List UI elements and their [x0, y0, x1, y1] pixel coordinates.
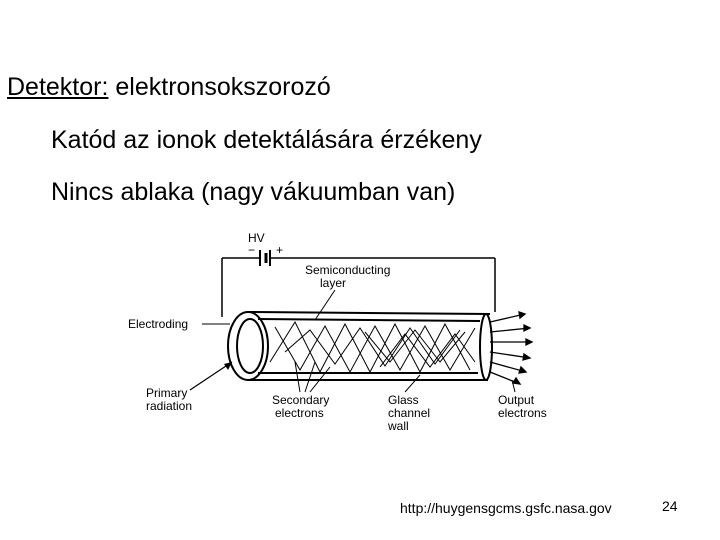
secondary-label-2: electrons [275, 406, 324, 420]
bullet-cathode: Katód az ionok detektálására érzékeny [51, 126, 482, 154]
hv-label: HV [248, 231, 265, 245]
output-arrows [489, 311, 534, 385]
secondary-pointers [294, 361, 331, 393]
glass-pointer [404, 374, 421, 393]
electron-multiplier-diagram: HV − + Semiconducting layer [128, 231, 547, 433]
primary-arrowhead [224, 362, 232, 370]
hv-circuit [221, 257, 496, 317]
battery-icon [259, 250, 271, 266]
output-label-1: Output [498, 393, 535, 407]
heading-term: Detektor: [7, 73, 109, 101]
semiconducting-pointer [314, 289, 336, 321]
electroding-label: Electroding [128, 317, 188, 331]
glass-label-1: Glass [388, 393, 419, 407]
bullet-no-window: Nincs ablaka (nagy vákuumban van) [51, 178, 456, 206]
heading-line: Detektor: elektronsokszorozó [7, 73, 331, 102]
hv-plus: + [276, 243, 283, 257]
heading-value: elektronsokszorozó [115, 73, 331, 101]
primary-arrow [189, 361, 233, 391]
primary-label-1: Primary [146, 386, 187, 400]
semiconducting-label-2: layer [320, 276, 346, 290]
page-number: 24 [662, 498, 678, 514]
tube-body [227, 311, 493, 381]
source-url: http://huygensgcms.gsfc.nasa.gov [400, 500, 612, 516]
hv-minus: − [248, 243, 255, 257]
semiconducting-label-1: Semiconducting [305, 263, 390, 277]
electron-paths [269, 320, 476, 374]
glass-label-3: wall [387, 419, 409, 433]
glass-label-2: channel [388, 406, 430, 420]
secondary-label-1: Secondary [272, 393, 329, 407]
primary-label-2: radiation [146, 399, 192, 413]
output-pointer [511, 379, 516, 393]
output-label-2: electrons [498, 406, 547, 420]
